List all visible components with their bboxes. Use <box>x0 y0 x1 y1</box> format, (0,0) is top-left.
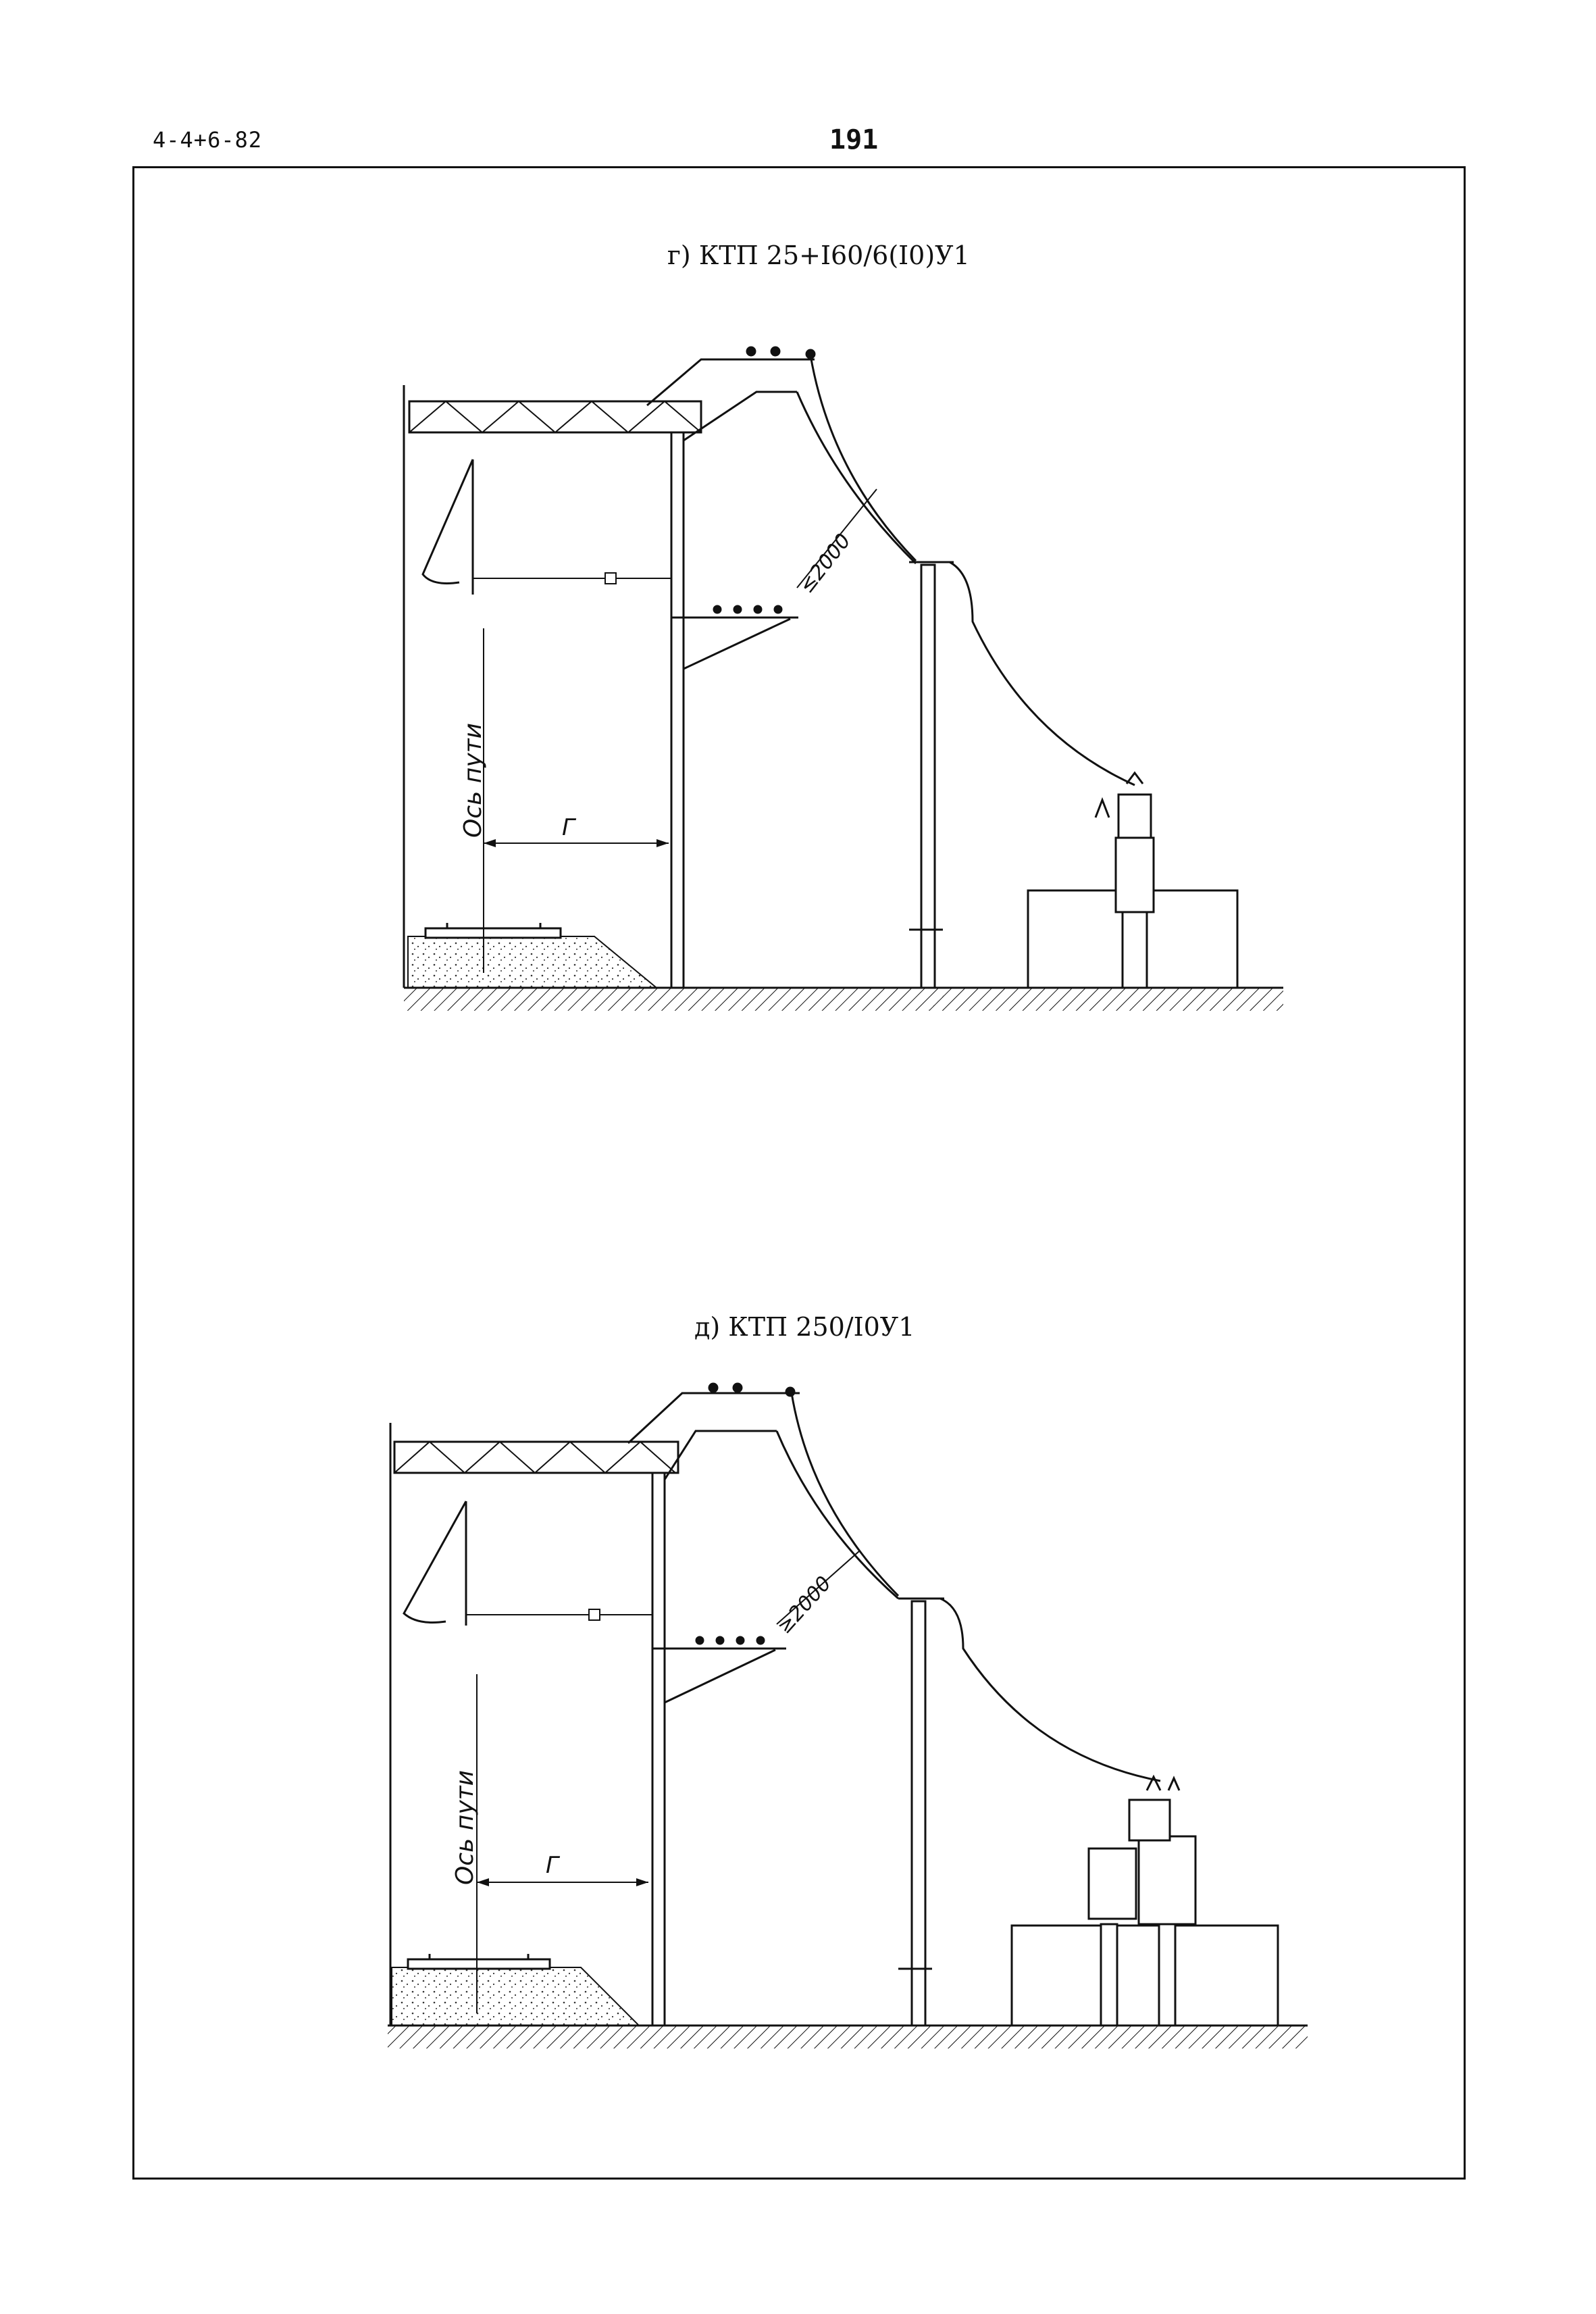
substation-fence <box>1010 1924 1279 2027</box>
rail-sleeper <box>424 923 562 939</box>
pole-bracket <box>646 358 815 442</box>
cable-to-transformer <box>939 1597 1161 1782</box>
transformer <box>1087 1774 1197 2027</box>
overhead-truss <box>408 400 702 434</box>
lower-crossarm <box>652 1647 786 1704</box>
rail-sleeper <box>407 1954 551 1970</box>
ballast-embankment <box>391 1967 641 2026</box>
clearance-label: Г <box>562 814 577 841</box>
dimension-label: ≤2000 <box>795 529 856 598</box>
ballast-embankment <box>407 936 659 988</box>
supply-cable <box>809 355 917 562</box>
ground-line <box>404 986 1283 1011</box>
page-number: 191 <box>829 124 879 155</box>
drawing-caption: г) КТП 25+I60/6(I0)У1 <box>667 241 970 270</box>
drawing-ktp-25-160: ≤2000 Ось пути Г <box>403 346 1283 1011</box>
track-axis-label: Ось пути <box>459 723 487 838</box>
transformer <box>1094 771 1155 989</box>
support-pole <box>651 1472 666 2027</box>
document-code: 4-4+6-82 <box>153 127 263 153</box>
contact-wire <box>421 459 474 595</box>
lower-crossarm <box>671 616 798 670</box>
dimension-label: ≥2000 <box>773 1572 836 1639</box>
ground-line <box>388 2024 1308 2048</box>
cable-pole <box>910 1600 927 2027</box>
contact-wire <box>403 1501 467 1626</box>
cable-pole <box>920 563 936 989</box>
drawing-ktp-250: ≥2000 Ось пути Г <box>388 1382 1308 2048</box>
track-axis-label: Ось пути <box>451 1770 479 1885</box>
drawing-frame <box>132 166 1466 2180</box>
pole-bracket <box>627 1392 800 1480</box>
clearance-label: Г <box>546 1852 561 1879</box>
drawing-caption: д) КТП 250/I0У1 <box>694 1312 915 1342</box>
cable-to-transformer <box>949 561 1135 786</box>
support-pole <box>670 431 685 989</box>
overhead-truss <box>393 1440 679 1474</box>
supply-cable <box>790 1392 900 1597</box>
